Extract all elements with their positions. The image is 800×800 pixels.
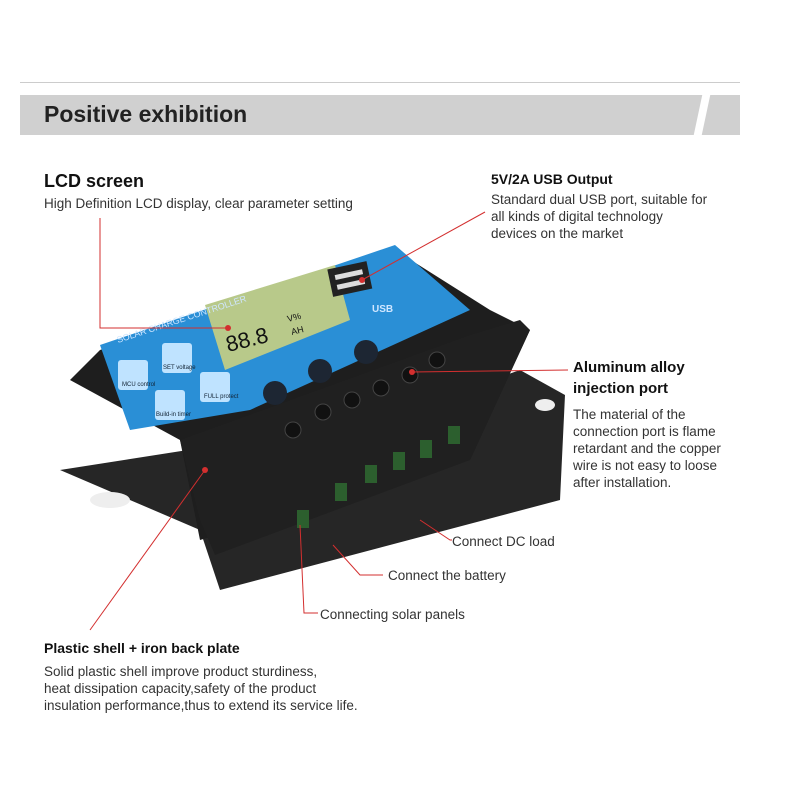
protect-tile — [200, 372, 230, 402]
callout-lines — [89, 211, 569, 631]
divider — [20, 82, 740, 83]
terminal-slots — [297, 426, 460, 528]
lcd-units: V% — [286, 311, 302, 324]
battery-label: Connect the battery — [388, 568, 506, 583]
callout-dots — [202, 277, 415, 473]
timer-label: Build-in timer — [156, 412, 191, 418]
load-label: Connect DC load — [452, 534, 555, 549]
lcd-desc: High Definition LCD display, clear param… — [44, 196, 353, 211]
protect-label: FULL protect — [204, 394, 239, 400]
shell-title: Plastic shell + iron back plate — [44, 640, 240, 656]
set-tile — [162, 343, 192, 373]
set-label: SET voltage — [163, 365, 196, 371]
header-banner: Positive exhibition — [20, 95, 740, 135]
mcu-tile — [118, 360, 148, 390]
timer-tile — [155, 390, 185, 420]
solar-label: Connecting solar panels — [320, 607, 465, 622]
shell-desc: Solid plastic shell improve product stur… — [44, 664, 358, 713]
usb-label: USB — [372, 304, 393, 315]
usb-title: 5V/2A USB Output — [491, 171, 613, 187]
lcd-screen — [205, 265, 350, 370]
lcd-units-ah: AH — [290, 324, 305, 337]
control-buttons — [263, 340, 378, 405]
terminal-block — [180, 320, 530, 555]
mcu-label: MCU control — [122, 382, 155, 388]
lcd-title: LCD screen — [44, 171, 145, 191]
page-title: Positive exhibition — [44, 101, 248, 127]
